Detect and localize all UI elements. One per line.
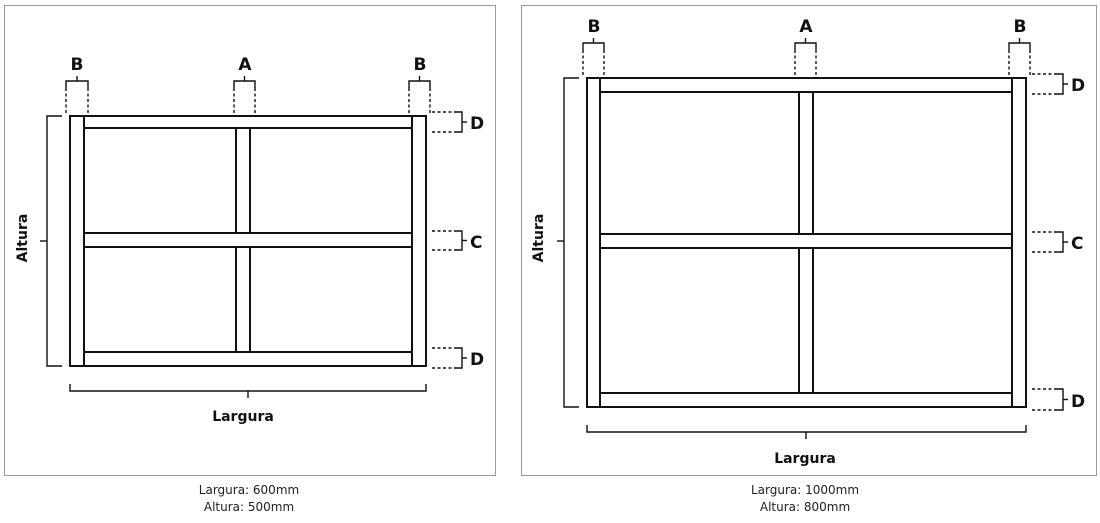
middle-rail-c	[599, 233, 1013, 249]
bracket-d-top	[1056, 73, 1064, 95]
frame-diagram-small: B A B D C D Altura Largura	[15, 55, 484, 425]
label-d-top: D	[470, 114, 484, 134]
bracket-d-top	[455, 111, 463, 133]
upper-mullion-a	[798, 91, 814, 235]
label-d-bottom: D	[1071, 392, 1085, 412]
lower-mullion-a	[235, 246, 251, 353]
frame-diagram-large: B A B D C D Altura Largura	[531, 17, 1085, 467]
left-stile-b	[69, 115, 85, 367]
top-rail-d	[599, 77, 1013, 93]
altura-dimension	[46, 115, 62, 367]
label-b-right: B	[1014, 17, 1027, 37]
caption-large-frame: Largura: 1000mm Altura: 800mm	[705, 482, 905, 516]
label-c: C	[1071, 234, 1083, 254]
middle-rail-c	[83, 232, 413, 248]
caption-small-frame: Largura: 600mm Altura: 500mm	[149, 482, 349, 516]
altura-label: Altura	[15, 214, 31, 263]
upper-mullion-a	[235, 127, 251, 234]
bracket-d-bottom	[1056, 388, 1064, 411]
bracket-b-right	[1008, 42, 1031, 50]
top-rail-d	[83, 115, 413, 129]
bracket-a	[233, 80, 256, 88]
label-b-left: B	[71, 55, 84, 75]
caption-width: Largura: 600mm	[198, 483, 300, 497]
label-a: A	[799, 17, 813, 37]
right-stile-b	[411, 115, 427, 367]
altura-dimension	[563, 77, 579, 408]
bottom-rail-d	[83, 351, 413, 367]
caption-width: Largura: 1000mm	[750, 483, 860, 497]
largura-label: Largura	[212, 409, 274, 425]
caption-height: Altura: 800mm	[759, 500, 851, 514]
bottom-rail-d	[599, 392, 1013, 408]
bracket-c	[455, 230, 463, 251]
label-b-left: B	[588, 17, 601, 37]
largura-dimension	[69, 384, 427, 392]
label-c: C	[470, 233, 482, 253]
label-d-top: D	[1071, 76, 1085, 96]
bracket-d-bottom	[455, 347, 463, 369]
bracket-b-right	[408, 80, 431, 88]
label-a: A	[238, 55, 252, 75]
bracket-c	[1056, 231, 1064, 253]
lower-mullion-a	[798, 247, 814, 394]
bracket-b-left	[65, 80, 89, 88]
label-b-right: B	[414, 55, 427, 75]
bracket-a	[794, 42, 817, 50]
label-d-bottom: D	[470, 350, 484, 370]
right-stile-b	[1011, 77, 1027, 408]
left-stile-b	[586, 77, 601, 408]
largura-dimension	[586, 425, 1027, 433]
altura-label: Altura	[531, 214, 547, 263]
bracket-b-left	[582, 42, 605, 50]
largura-label: Largura	[774, 451, 836, 467]
caption-height: Altura: 500mm	[203, 500, 295, 514]
